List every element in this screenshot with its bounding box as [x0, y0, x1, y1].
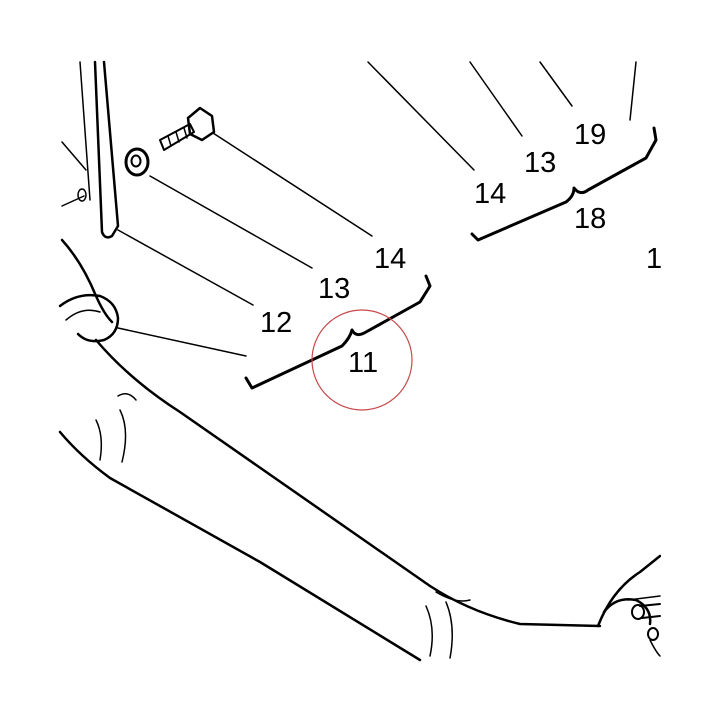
callout-13-upper: 13 — [524, 147, 556, 179]
callout-14-upper: 14 — [474, 178, 506, 210]
brace-group-11 — [244, 274, 432, 390]
outlet-fitting — [596, 554, 662, 657]
bracket-plate — [61, 60, 120, 239]
callout-14: 14 — [374, 243, 406, 275]
callout-13: 13 — [318, 273, 350, 305]
callout-18: 18 — [574, 203, 606, 235]
bolt — [159, 106, 216, 151]
crop-mask — [661, 0, 720, 720]
callout-12: 12 — [260, 307, 292, 339]
muffler-body — [58, 238, 602, 662]
callouts: 11 12 13 14 14 13 19 18 10 — [260, 119, 678, 379]
callout-11: 11 — [348, 347, 378, 379]
highlight-circle — [311, 309, 413, 411]
leader-lines — [117, 61, 637, 357]
callout-19: 19 — [574, 119, 606, 151]
brace-group-18 — [470, 126, 658, 242]
washer — [124, 147, 150, 177]
